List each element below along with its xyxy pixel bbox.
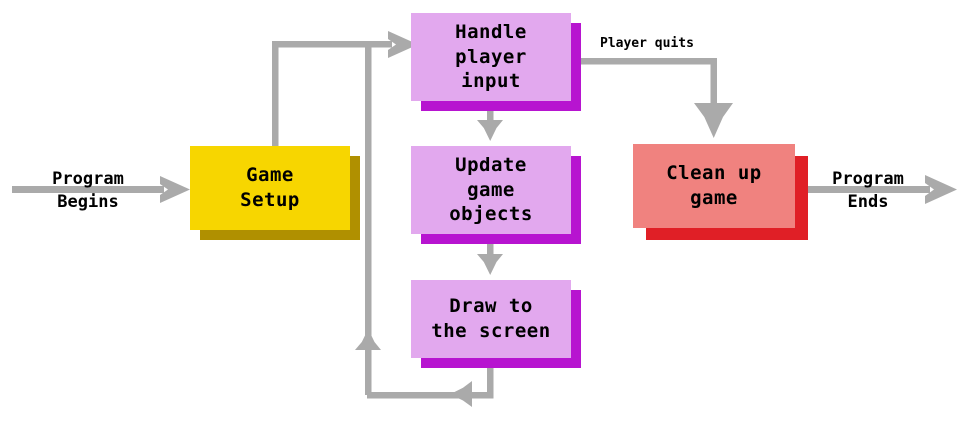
node-game-setup[interactable]: Game Setup (190, 146, 350, 230)
edge-handle-input-to-update (477, 110, 503, 141)
edge-setup-to-handle-input (272, 31, 418, 151)
edge-update-to-draw (477, 244, 503, 275)
label-player-quits: Player quits (600, 36, 694, 51)
node-handle-player-input[interactable]: Handle player input (411, 13, 571, 101)
node-update-game-objects[interactable]: Update game objects (411, 146, 571, 234)
label-program-ends: Program Ends (832, 169, 904, 212)
edge-player-quits-to-cleanup (581, 58, 733, 138)
node-clean-up-game[interactable]: Clean up game (633, 144, 795, 228)
node-draw-to-the-screen[interactable]: Draw to the screen (411, 280, 571, 358)
label-program-begins: Program Begins (52, 169, 124, 212)
edge-draw-to-loop-back (367, 365, 494, 407)
